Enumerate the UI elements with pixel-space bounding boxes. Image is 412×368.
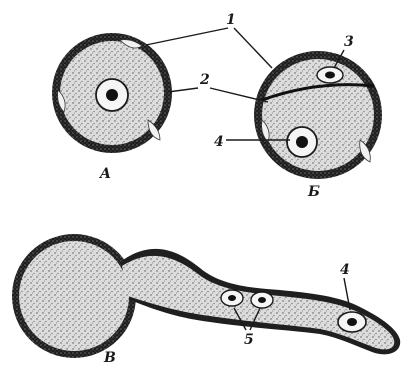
grain-b-small-cell-nucleus [325,72,335,79]
label-nucleus-b: 4 [214,134,224,150]
label-septum: 2 [199,72,210,88]
label-nucleus-c: 4 [340,262,350,278]
label-tube-nuclei: 5 [244,332,254,348]
sperm-nucleus-1-core [228,295,236,301]
tube-nucleus-core [347,318,357,326]
label-small-cell: 3 [344,34,354,50]
pollen-grain-b [254,51,382,179]
label-wall: 1 [226,12,236,28]
grain-a-nucleolus [106,89,118,101]
label-stage-b: Б [307,184,320,200]
grain-c-cytoplasm [19,241,129,351]
label-stage-a: A [98,166,111,182]
leader-2-to-a [168,88,198,92]
grain-b-nucleolus [296,136,308,148]
leader-1-to-b [234,28,272,68]
sperm-nucleus-2-core [258,297,266,303]
pollen-grain-a [52,33,172,153]
label-stage-c: В [103,350,116,366]
leader-1-to-a [146,28,228,45]
pollen-grain-c [12,234,400,358]
